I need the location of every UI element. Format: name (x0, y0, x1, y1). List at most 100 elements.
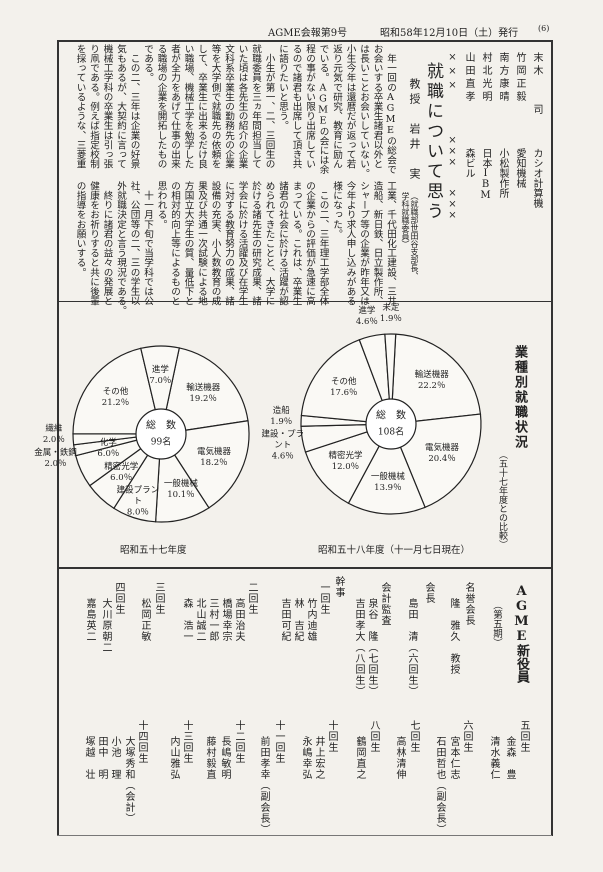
officer-name: 竹内迪雄 (305, 598, 316, 642)
pie-slice (347, 422, 426, 515)
slice-value: 8.0％ (126, 507, 149, 518)
alumni-name: 南方康晴 (497, 52, 508, 104)
officer-name: 北山誠二 (194, 598, 205, 642)
slice-name: 未定 (382, 303, 400, 314)
article-line: 小生が第一、二、三回生の (263, 44, 275, 169)
article-body-bottom: 工業、千代田化工建設、三井造船、新日鉄、日立製作所、シャープ等の企業が昨年又は今… (73, 181, 397, 315)
officer-name: 長嶋敏明 (219, 736, 230, 780)
article-line: 返り元気で研究、教育に励ん (331, 44, 342, 169)
officer-name: 森 浩一 (181, 598, 192, 642)
article-line: この二、三年理工学部全体 (317, 181, 329, 306)
article-line: 今年より求人申し込みがある (344, 181, 356, 306)
article-line: は長いことお会いしていない。 (358, 44, 369, 179)
article-line: 気もあるが、大契約に言って (115, 44, 126, 169)
slice-value: 4.6％ (355, 316, 378, 327)
alumni-name: 山田直孝 (463, 52, 474, 104)
article-line: 造船、新日鉄、日立製作所、 (371, 181, 383, 306)
slice-value: 17.6％ (330, 387, 358, 398)
article-line: を採っているような、三菱重 (74, 44, 86, 169)
officer-name: 三村一郎 (207, 598, 218, 642)
officer-name: 小池 理 (109, 736, 120, 780)
pie-center-label: 総 数 (376, 410, 406, 422)
slice-name: 進学 (358, 305, 376, 316)
officer-group-label: 五回生 (518, 720, 529, 753)
officers-term: （第五期） (491, 600, 502, 648)
chart-1-caption: 昭和五十七年度 (120, 545, 187, 556)
officer-name: 嘉島英二 (84, 598, 95, 642)
slice-name: 建設プラント (116, 485, 160, 507)
officer-name: 橋場幸宗 (220, 598, 231, 642)
pie-center (135, 408, 187, 460)
slice-value: 1.9％ (379, 314, 402, 325)
article-line: 設備の充実、小人数教育の成 (209, 181, 221, 306)
slice-name: 電気機器 (425, 443, 460, 454)
slice-name: 精密光学 (104, 461, 139, 472)
slice-name: 化学 (99, 437, 117, 448)
officer-name: 前田孝幸（副会長） (258, 736, 269, 835)
alumni-name: 末木 司 (531, 52, 542, 117)
article-line: お会いする卒業生諸君以外と (371, 44, 383, 169)
article-line: 就職委員を三ヵ年間担当して (250, 44, 261, 169)
slice-name: 金属・鉄鋼 (34, 448, 77, 459)
pie-slice (384, 333, 397, 425)
officer-name: 島田 清（六回生） (406, 598, 417, 697)
officer-group-label: 十三回生 (181, 720, 192, 764)
officer-name: 林 吉紀 (292, 598, 303, 642)
officers-title: AGME新役員 (514, 584, 529, 683)
slice-name: 繊維 (45, 424, 63, 435)
pie-slice (300, 338, 392, 425)
article-line: 程の事がない限り出席してい (304, 44, 315, 169)
article-line: して、卒業生に出来るだけ良 (196, 44, 207, 169)
article-author: 教授 岩井 実 (408, 78, 421, 183)
slice-value: 1.9％ (270, 416, 293, 427)
alumni-company: カシオ計算機 (531, 148, 542, 208)
alumni-name: ××× (447, 52, 458, 94)
article-title: 就職について思う (423, 62, 443, 222)
article-line: められてきたことと、大学に (263, 181, 275, 306)
officer-group-label: 名誉会長 (463, 582, 474, 626)
chart-section-title: 業種別就職状況 (512, 345, 527, 450)
divider-1 (57, 301, 552, 302)
article-line: まっている。これは、卒業生 (290, 181, 302, 306)
officer-name: 塚越 壮 (83, 736, 94, 780)
officer-name: 藤村毅直 (204, 736, 215, 780)
officer-name: 永嶋幸弘 (300, 736, 311, 780)
officer-name: 吉田可紀 (279, 598, 290, 642)
article-line: い職場、機械工学を勉学した (182, 44, 194, 169)
pie-slice (390, 333, 482, 425)
frame-right (551, 40, 553, 836)
officer-name: 石田哲也（副会長） (434, 736, 445, 835)
article-line: 健康をお祈りすると共に後輩 (88, 181, 99, 306)
officer-group-label: 六回生 (461, 720, 472, 753)
article-line: の指導をお願いする。 (74, 181, 86, 277)
slice-name: 建設・プラント (261, 429, 305, 451)
article-line: 工業、千代田化工建設、三井 (385, 181, 396, 306)
article-line: の企業からの評価が急速に高 (304, 181, 315, 306)
slice-name: 精密光学 (328, 451, 363, 462)
frame-bottom (57, 835, 552, 836)
article-line: 方国立大学生の質、量低下と (182, 181, 194, 306)
article-line: 年一回のAGMEの総会で (385, 44, 396, 175)
officer-group-label: 一回生 (318, 582, 329, 615)
article-line: 社、公団等の二、三の学生以 (128, 181, 140, 306)
pie-slice (390, 413, 482, 509)
slice-name: その他 (102, 386, 129, 397)
officer-name: 松岡正敏 (139, 598, 150, 642)
alumni-name: 村北光明 (480, 52, 491, 104)
officer-name: 清水義仁 (488, 736, 499, 780)
slice-value: 6.0％ (110, 472, 133, 483)
alumni-company: ××× ××× (447, 135, 458, 221)
alumni-company: 日本IBM (480, 148, 491, 201)
officer-name: 大塚秀和（会計） (123, 736, 134, 824)
pie-total: 99名 (150, 437, 172, 448)
officer-group-label: 三回生 (153, 582, 164, 615)
pie-total: 108名 (377, 427, 405, 438)
